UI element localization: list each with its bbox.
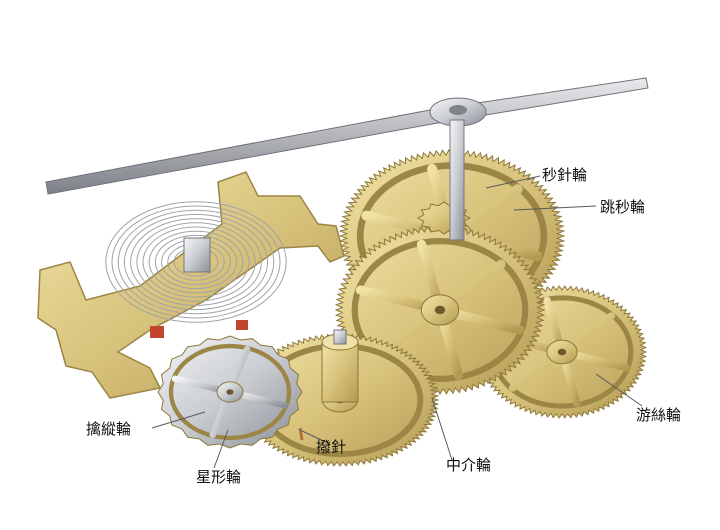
pin-arbor	[322, 342, 358, 402]
label-jump-second-wheel: 跳秒輪	[600, 198, 645, 216]
label-star-wheel: 星形輪	[196, 468, 241, 486]
label-pin: 撥針	[316, 438, 346, 456]
label-hairspring-wheel: 游絲輪	[636, 406, 681, 424]
label-second-wheel: 秒針輪	[542, 166, 587, 184]
label-intermediate-wheel: 中介輪	[446, 456, 491, 474]
label-escape-wheel: 擒縱輪	[86, 420, 131, 438]
